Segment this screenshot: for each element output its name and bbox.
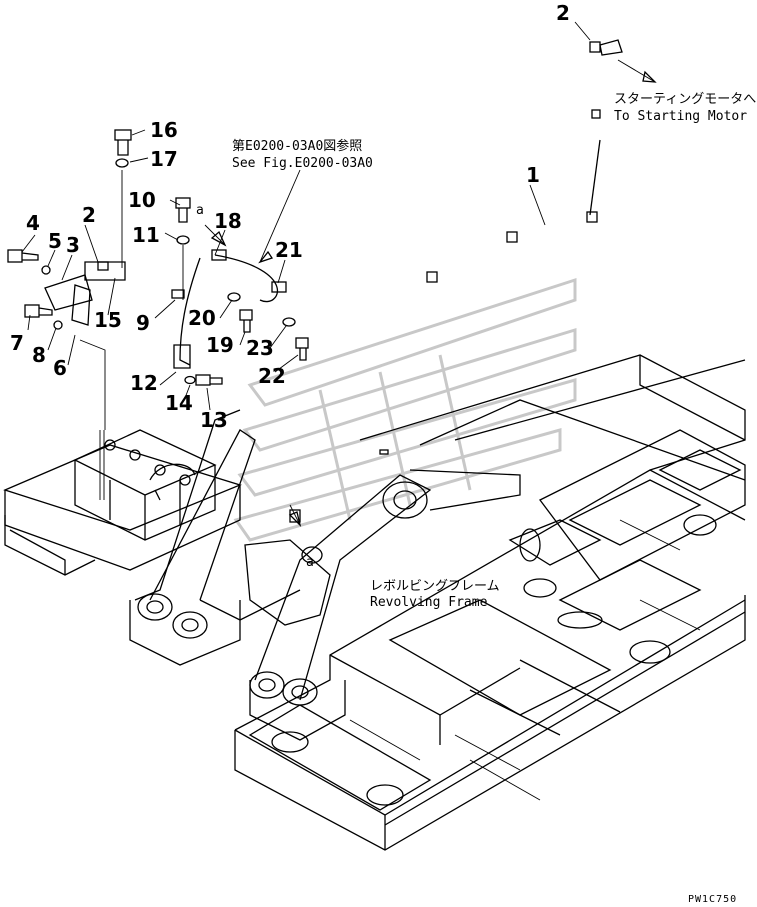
starter-note-en: To Starting Motor	[614, 109, 747, 124]
mark-a-upper: a	[196, 203, 204, 218]
callout-13: 13	[200, 408, 228, 432]
callout-2-left: 2	[82, 203, 96, 227]
callout-20: 20	[188, 306, 216, 330]
mark-a-lower: a	[306, 555, 314, 570]
callout-18: 18	[214, 209, 242, 233]
callout-12: 12	[130, 371, 158, 395]
callout-1: 1	[526, 163, 540, 187]
callout-11: 11	[132, 223, 160, 247]
reference-note-en: See Fig.E0200-03A0	[232, 156, 373, 171]
callout-2-top: 2	[556, 1, 570, 25]
revolving-frame	[234, 354, 746, 851]
battery-box	[3, 429, 242, 576]
callout-14: 14	[165, 391, 193, 415]
callout-8: 8	[32, 343, 46, 367]
callout-23: 23	[246, 336, 274, 360]
callout-16: 16	[150, 118, 178, 142]
callout-9: 9	[136, 311, 150, 335]
callout-5: 5	[48, 229, 62, 253]
callout-17: 17	[150, 147, 178, 171]
callout-21: 21	[275, 238, 303, 262]
callout-6: 6	[53, 356, 67, 380]
watermark-logo	[233, 277, 577, 542]
fasteners	[7, 129, 389, 523]
boom-foot-bracket	[129, 409, 521, 741]
frame-label-jp: レボルビングフレーム	[370, 579, 500, 594]
callout-22: 22	[258, 364, 286, 388]
reference-note-jp: 第E0200-03A0図参照	[232, 138, 362, 154]
drawing-code: PW1C750	[688, 894, 737, 905]
callout-4: 4	[26, 211, 40, 235]
callout-3: 3	[66, 233, 80, 257]
leader-lines	[21, 21, 657, 528]
frame-label-en: Revolving Frame	[370, 595, 488, 610]
callout-19: 19	[206, 333, 234, 357]
callout-15: 15	[94, 308, 122, 332]
callout-7: 7	[10, 331, 24, 355]
starter-note-jp: スターティングモータへ	[614, 92, 756, 107]
wire-harness	[44, 39, 623, 366]
callout-10: 10	[128, 188, 156, 212]
